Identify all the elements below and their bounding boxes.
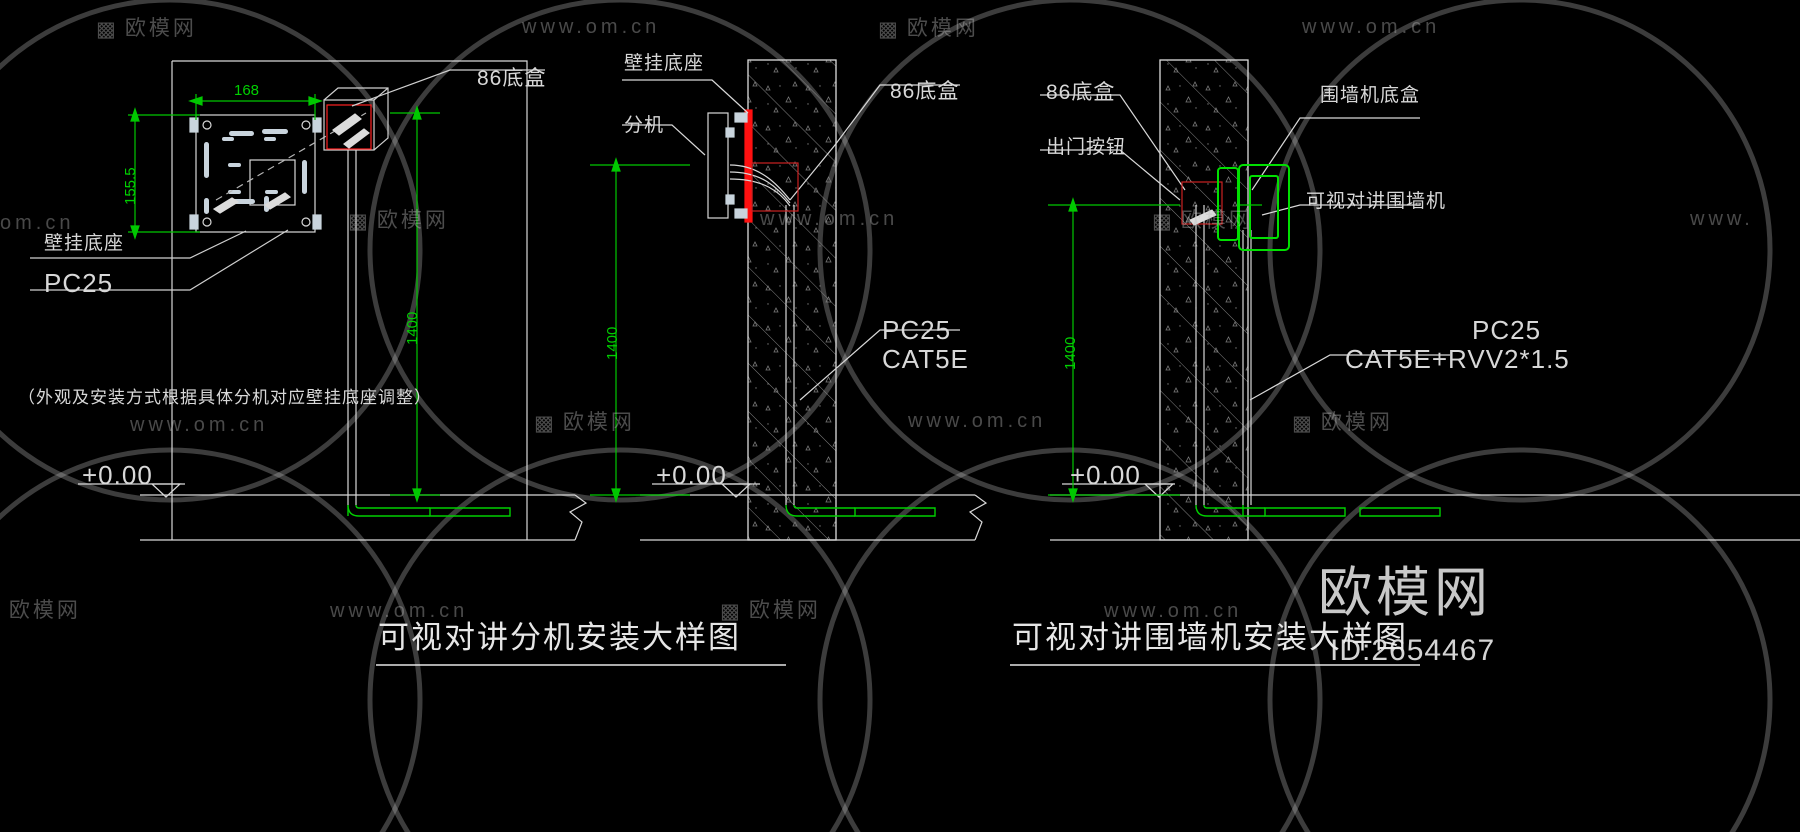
label-extension-middle: 分机: [624, 115, 665, 136]
dim-mount-height-right: 1400: [1062, 336, 1079, 370]
label-86-box-right: 86底盒: [1046, 81, 1116, 104]
wall-station-outline: [1217, 164, 1290, 251]
label-wall-station-box-right: 围墙机底盒: [1320, 85, 1421, 106]
panel-left-title: 可视对讲分机安装大样图: [378, 620, 741, 655]
label-cable-right: CAT5E+RVV2*1.5: [1345, 344, 1570, 374]
ground-level-middle: +0.00: [656, 460, 727, 490]
dim-mount-height-middle: 1400: [604, 326, 621, 360]
dim-mount-height-left: 1400: [404, 311, 421, 345]
left-panel-geometry: [30, 60, 588, 541]
left-conduit-run: [347, 504, 511, 517]
label-conduit-right: PC25: [1472, 315, 1542, 345]
label-exit-button-right: 出门按钮: [1046, 137, 1127, 158]
label-conduit-left: PC25: [44, 268, 114, 298]
label-wall-station-right: 可视对讲围墙机: [1306, 191, 1447, 212]
dim-width-left: 168: [234, 82, 260, 99]
label-86-box-left: 86底盒: [477, 67, 547, 90]
note-left: （外观及安装方式根据具体分机对应壁挂底座调整）: [18, 388, 432, 407]
panel-right-title: 可视对讲围墙机安装大样图: [1012, 620, 1408, 655]
left-dimensions: [128, 94, 440, 503]
label-wall-base-middle: 壁挂底座: [624, 53, 705, 74]
ground-level-right: +0.00: [1070, 460, 1141, 490]
dim-height-left: 155.5: [122, 167, 139, 205]
label-cable-middle: CAT5E: [882, 344, 969, 374]
ground-level-left: +0.00: [82, 460, 153, 490]
label-conduit-middle: PC25: [882, 315, 952, 345]
middle-panel-geometry: [590, 59, 988, 541]
label-wall-base-left: 壁挂底座: [44, 233, 125, 254]
label-86-box-middle: 86底盒: [890, 80, 960, 103]
right-panel-geometry: [1040, 59, 1800, 541]
